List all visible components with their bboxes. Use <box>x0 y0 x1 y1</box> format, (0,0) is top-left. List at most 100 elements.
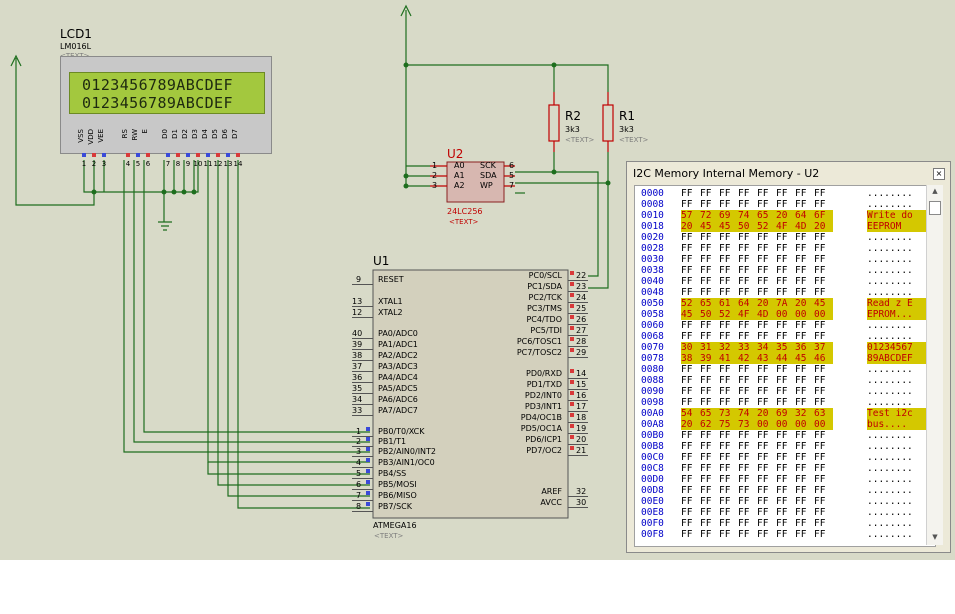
memory-byte: FF <box>757 265 769 276</box>
u1-pin-lead <box>568 400 588 401</box>
memory-address: 0020 <box>641 232 664 243</box>
memory-byte: 52 <box>719 309 738 320</box>
u1-pin-marker <box>570 424 574 428</box>
mcu-u1-body <box>372 269 569 519</box>
memory-byte: FF <box>738 364 750 375</box>
memory-byte: FF <box>795 199 807 210</box>
memory-byte: FF <box>814 529 826 540</box>
u1-pin-name: PC2/TCK <box>528 293 562 302</box>
lcd-ref-label: LCD1 <box>60 27 92 41</box>
lcd-pin-marker <box>136 153 140 157</box>
lcd-pin-number: 12 <box>213 160 223 168</box>
u2-pin-name: A0 <box>454 161 465 170</box>
memory-byte: FF <box>814 287 826 298</box>
u1-pin-number: 6 <box>356 480 362 489</box>
memory-byte: FF <box>681 496 693 507</box>
memory-byte: FF <box>681 254 693 265</box>
memory-byte: 72 <box>700 210 719 221</box>
memory-byte: FF <box>795 265 807 276</box>
memory-byte: FF <box>795 507 807 518</box>
memory-ascii: ........ <box>867 529 913 540</box>
u1-pin-number: 2 <box>356 437 362 446</box>
u1-pin-lead <box>568 422 588 423</box>
memory-byte: FF <box>738 507 750 518</box>
memory-byte: FF <box>700 485 712 496</box>
memory-byte: FF <box>700 188 712 199</box>
memory-byte: FF <box>738 430 750 441</box>
scroll-up-icon[interactable]: ▲ <box>932 187 938 195</box>
memory-byte: FF <box>776 331 788 342</box>
memory-byte: FF <box>719 452 731 463</box>
u1-pin-lead <box>352 478 373 479</box>
memory-byte: 63 <box>814 408 833 419</box>
scroll-thumb[interactable] <box>929 201 941 215</box>
memory-address: 0038 <box>641 265 664 276</box>
u1-pin-number: 20 <box>576 435 587 444</box>
u1-pin-lead <box>568 507 588 508</box>
memory-byte: FF <box>738 188 750 199</box>
memory-window-title: I2C Memory Internal Memory - U2 <box>633 167 820 180</box>
memory-address: 0088 <box>641 375 664 386</box>
memory-byte: 33 <box>738 342 757 353</box>
memory-byte: FF <box>757 386 769 397</box>
memory-byte: FF <box>776 188 788 199</box>
u1-pin-marker <box>570 315 574 319</box>
u1-pin-name: PB7/SCK <box>378 502 413 511</box>
u1-pin-lead <box>568 433 588 434</box>
lcd-pin-marker <box>206 153 210 157</box>
memory-byte: FF <box>757 254 769 265</box>
memory-byte: FF <box>719 188 731 199</box>
memory-byte: FF <box>738 529 750 540</box>
memory-address: 0018 <box>641 221 664 232</box>
memory-byte: FF <box>776 474 788 485</box>
lcd-pin-marker <box>82 153 86 157</box>
u1-pin-number: 22 <box>576 271 587 280</box>
u1-pin-lead <box>568 335 588 336</box>
memory-byte: FF <box>738 386 750 397</box>
memory-byte: 75 <box>719 419 738 430</box>
close-icon[interactable]: × <box>933 168 945 180</box>
memory-byte: FF <box>776 386 788 397</box>
u1-pin-marker <box>570 413 574 417</box>
scroll-down-icon[interactable]: ▼ <box>932 533 938 541</box>
memory-byte: FF <box>738 463 750 474</box>
memory-byte: FF <box>814 496 826 507</box>
lcd-pin-number: 13 <box>223 160 233 168</box>
memory-byte: FF <box>738 287 750 298</box>
memory-byte: 64 <box>738 298 757 309</box>
memory-byte: FF <box>814 452 826 463</box>
u2-pin-number: 2 <box>432 171 438 180</box>
memory-scrollbar[interactable]: ▲ ▼ <box>926 185 943 545</box>
memory-byte: 65 <box>700 298 719 309</box>
u1-pin-marker <box>570 391 574 395</box>
memory-byte: 65 <box>700 408 719 419</box>
memory-byte: FF <box>700 375 712 386</box>
memory-byte: FF <box>738 276 750 287</box>
memory-byte: FF <box>757 397 769 408</box>
memory-byte: FF <box>814 474 826 485</box>
memory-byte: FF <box>738 441 750 452</box>
lcd-pin-marker <box>176 153 180 157</box>
wire-layer <box>10 4 614 519</box>
memory-byte: FF <box>757 320 769 331</box>
memory-byte: FF <box>776 463 788 474</box>
memory-byte: FF <box>681 287 693 298</box>
memory-ascii: ........ <box>867 463 913 474</box>
u2-pin-name: SCK <box>480 161 496 170</box>
u1-pin-name: PC4/TDO <box>526 315 562 324</box>
memory-byte: FF <box>757 485 769 496</box>
lcd-pin-number: 2 <box>91 160 97 168</box>
memory-byte: FF <box>700 463 712 474</box>
u1-pin-number: 25 <box>576 304 587 313</box>
memory-byte: FF <box>776 430 788 441</box>
u1-pin-number: 21 <box>576 446 587 455</box>
memory-byte: 74 <box>738 210 757 221</box>
memory-byte: 45 <box>795 353 814 364</box>
